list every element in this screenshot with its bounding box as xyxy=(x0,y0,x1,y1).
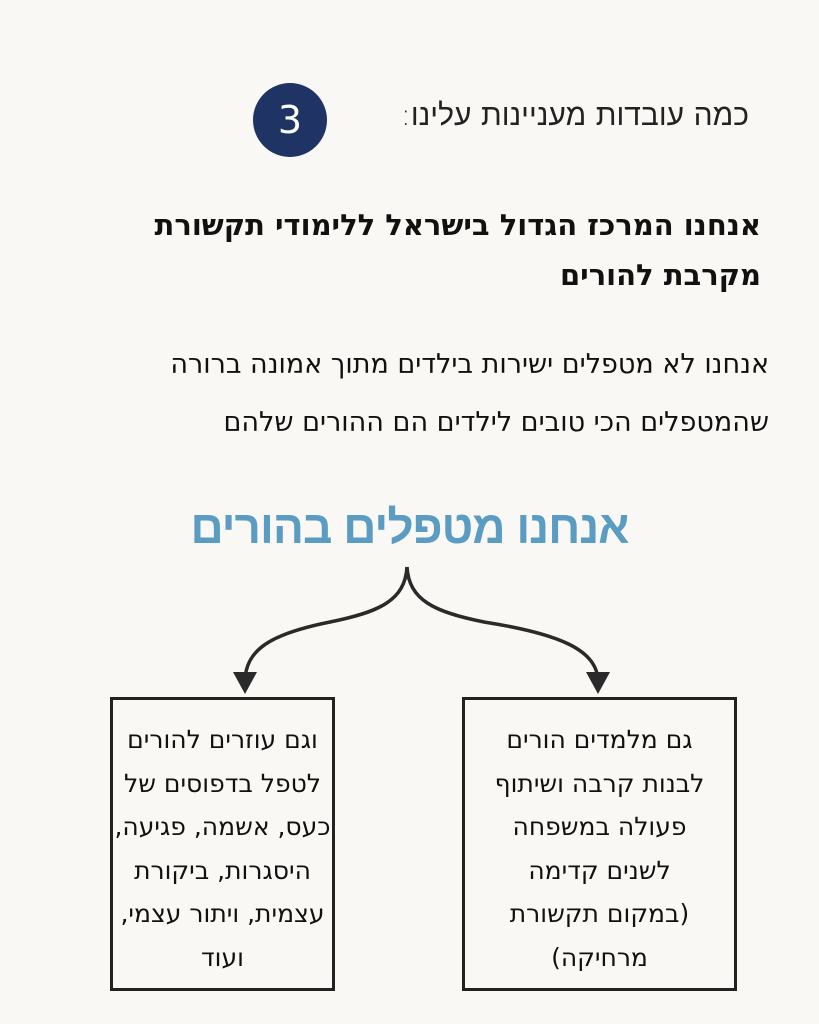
box-teaching-parents: גם מלמדים הורים לבנות קרבה ושיתוף פעולה … xyxy=(462,697,737,991)
body-text: אנחנו לא מטפלים ישירות בילדים מתוך אמונה… xyxy=(39,336,769,452)
box-line: לטפל בדפוסים של xyxy=(124,768,321,798)
body-line: אנחנו לא מטפלים ישירות בילדים מתוך אמונה… xyxy=(170,349,769,380)
box-line: היסגרות, ביקורת xyxy=(134,855,311,885)
body-line: שהמטפלים הכי טובים לילדים הם ההורים שלהם xyxy=(223,407,770,438)
heading-line: מקרבת להורים xyxy=(559,258,761,292)
box-line: פעולה במשפחה xyxy=(512,812,687,841)
box-line: ועוד xyxy=(201,942,244,972)
box-line: עצמית, ויתור עצמי, xyxy=(120,899,325,928)
arrow-left xyxy=(243,566,409,683)
heading-line: אנחנו המרכז הגדול בישראל ללימודי תקשורת xyxy=(154,208,761,242)
step-number-badge: 3 xyxy=(253,83,327,157)
step-number: 3 xyxy=(277,98,303,142)
arrowhead-right xyxy=(586,672,610,694)
box-line: כעס, אשמה, פגיעה, xyxy=(114,812,331,841)
box-line: מרחיקה) xyxy=(551,942,648,972)
box-line: (במקום תקשורת xyxy=(509,899,690,928)
box-helping-parents: וגם עוזרים להורים לטפל בדפוסים של כעס, א… xyxy=(110,697,335,991)
box-line: לשנים קדימה xyxy=(528,855,671,885)
box-line: לבנות קרבה ושיתוף xyxy=(494,768,705,798)
box-line: וגם עוזרים להורים xyxy=(127,725,318,754)
intro-text: כמה עובדות מעניינות עלינו: xyxy=(400,98,749,133)
arrow-right xyxy=(405,566,600,683)
arrowhead-left xyxy=(233,672,257,694)
box-line: גם מלמדים הורים xyxy=(506,725,693,754)
subtitle: אנחנו מטפלים בהורים xyxy=(190,501,629,553)
main-heading: אנחנו המרכז הגדול בישראל ללימודי תקשורת … xyxy=(155,200,761,300)
